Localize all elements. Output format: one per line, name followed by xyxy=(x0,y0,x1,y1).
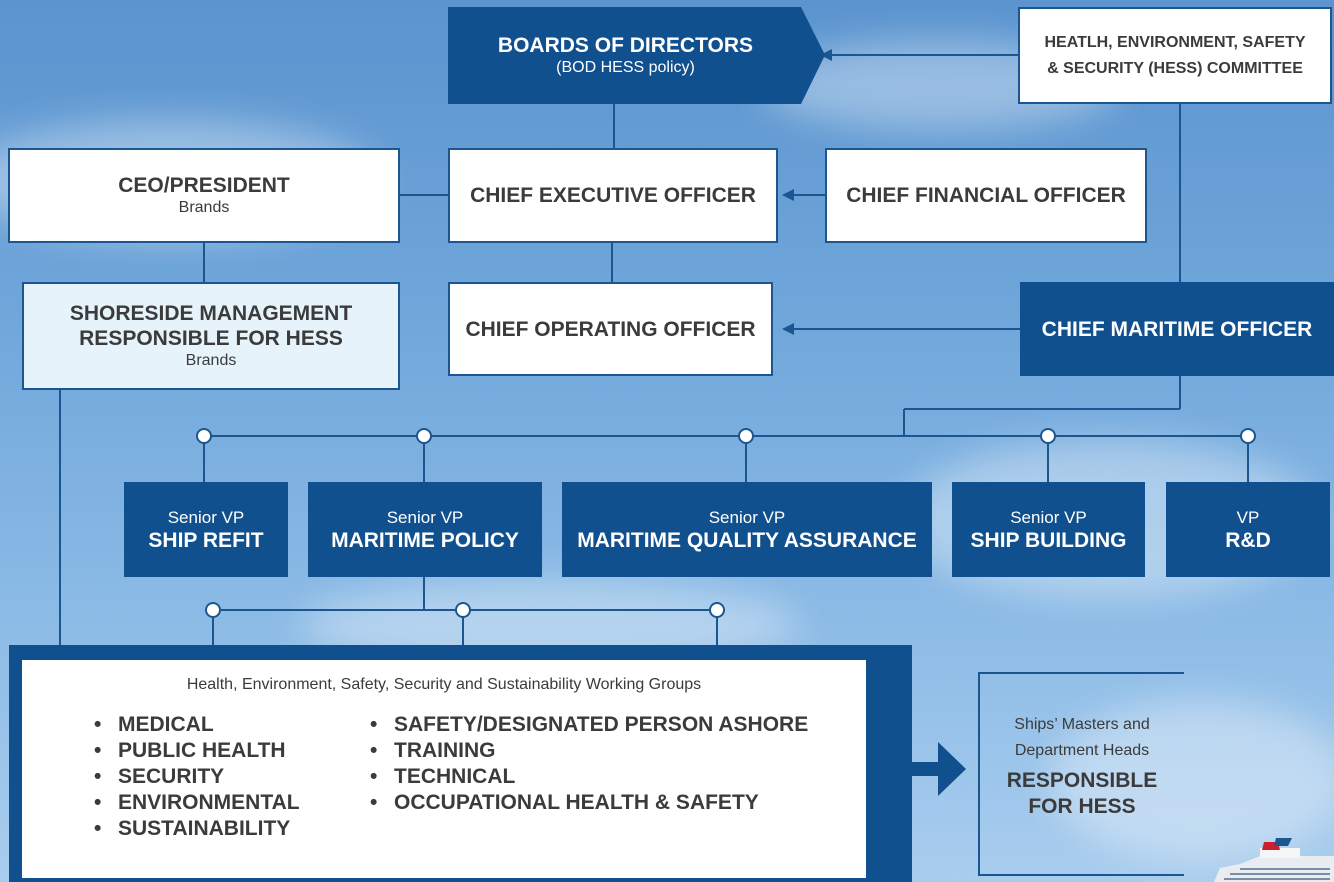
board-title: BOARDS OF DIRECTORS xyxy=(497,34,754,57)
ceo-president: CEO/PRESIDENT Brands xyxy=(8,148,400,243)
shoreside-line1: SHORESIDE MANAGEMENT xyxy=(69,302,353,325)
board-subtitle: (BOD HESS policy) xyxy=(556,59,695,76)
vp-rank: Senior VP xyxy=(1010,507,1087,527)
list-item: MEDICAL xyxy=(90,712,300,738)
cmo-title: CHIEF MARITIME OFFICER xyxy=(1041,317,1313,341)
working-groups-right-list: SAFETY/DESIGNATED PERSON ASHORE TRAINING… xyxy=(366,712,808,816)
committee-line1: HEATLH, ENVIRONMENT, SAFETY xyxy=(1044,33,1306,51)
ships-line3: RESPONSIBLE xyxy=(1006,769,1158,792)
working-groups-title: Health, Environment, Safety, Security an… xyxy=(186,676,702,693)
hess-committee: HEATLH, ENVIRONMENT, SAFETY & SECURITY (… xyxy=(1018,7,1332,104)
ships-line2: Department Heads xyxy=(1014,742,1150,759)
chief-executive-officer: CHIEF EXECUTIVE OFFICER xyxy=(448,148,778,243)
chief-maritime-officer: CHIEF MARITIME OFFICER xyxy=(1020,282,1334,376)
shoreside-management: SHORESIDE MANAGEMENT RESPONSIBLE FOR HES… xyxy=(22,282,400,390)
cruise-ship-icon xyxy=(1214,838,1334,882)
cloud xyxy=(1050,700,1334,860)
ceo-title: CHIEF EXECUTIVE OFFICER xyxy=(470,184,756,207)
list-item: SECURITY xyxy=(90,764,300,790)
list-item: SUSTAINABILITY xyxy=(90,816,300,842)
vp-rank: VP xyxy=(1236,507,1260,527)
ships-line4: FOR HESS xyxy=(1028,795,1136,818)
vp-title: SHIP REFIT xyxy=(148,528,264,552)
ceo-president-title: CEO/PRESIDENT xyxy=(118,174,290,197)
vp-title: MARITIME POLICY xyxy=(331,528,519,552)
board-of-directors-shape xyxy=(448,7,825,104)
list-item: ENVIRONMENTAL xyxy=(90,790,300,816)
committee-line2: & SECURITY (HESS) COMMITTEE xyxy=(1047,59,1303,77)
vp-rank: Senior VP xyxy=(708,507,786,527)
vp-r-and-d: VP R&D xyxy=(1166,482,1330,577)
cfo-title: CHIEF FINANCIAL OFFICER xyxy=(846,184,1126,207)
coo-title: CHIEF OPERATING OFFICER xyxy=(465,317,756,341)
list-item: PUBLIC HEALTH xyxy=(90,738,300,764)
chief-operating-officer: CHIEF OPERATING OFFICER xyxy=(448,282,773,376)
ships-masters-box: Ships’ Masters and Department Heads RESP… xyxy=(978,672,1184,876)
shoreside-line2: RESPONSIBLE FOR HESS xyxy=(79,327,343,350)
working-groups-left-list: MEDICAL PUBLIC HEALTH SECURITY ENVIRONME… xyxy=(90,712,300,842)
vp-rank: Senior VP xyxy=(386,507,464,527)
vp-ship-refit: Senior VP SHIP REFIT xyxy=(124,482,288,577)
board-of-directors: BOARDS OF DIRECTORS (BOD HESS policy) xyxy=(448,7,803,104)
ceo-president-subtitle: Brands xyxy=(178,199,230,216)
vp-title: SHIP BUILDING xyxy=(970,528,1127,552)
chief-financial-officer: CHIEF FINANCIAL OFFICER xyxy=(825,148,1147,243)
list-item: TRAINING xyxy=(366,738,808,764)
vp-rank: Senior VP xyxy=(167,507,245,527)
list-item: TECHNICAL xyxy=(366,764,808,790)
list-item: OCCUPATIONAL HEALTH & SAFETY xyxy=(366,790,808,816)
shoreside-subtitle: Brands xyxy=(185,352,237,369)
vp-title: MARITIME QUALITY ASSURANCE xyxy=(577,528,917,552)
vp-maritime-quality-assurance: Senior VP MARITIME QUALITY ASSURANCE xyxy=(562,482,932,577)
vp-title: R&D xyxy=(1225,528,1271,552)
vp-maritime-policy: Senior VP MARITIME POLICY xyxy=(308,482,542,577)
ships-line1: Ships’ Masters and xyxy=(1014,716,1150,733)
list-item: SAFETY/DESIGNATED PERSON ASHORE xyxy=(366,712,808,738)
vp-ship-building: Senior VP SHIP BUILDING xyxy=(952,482,1145,577)
